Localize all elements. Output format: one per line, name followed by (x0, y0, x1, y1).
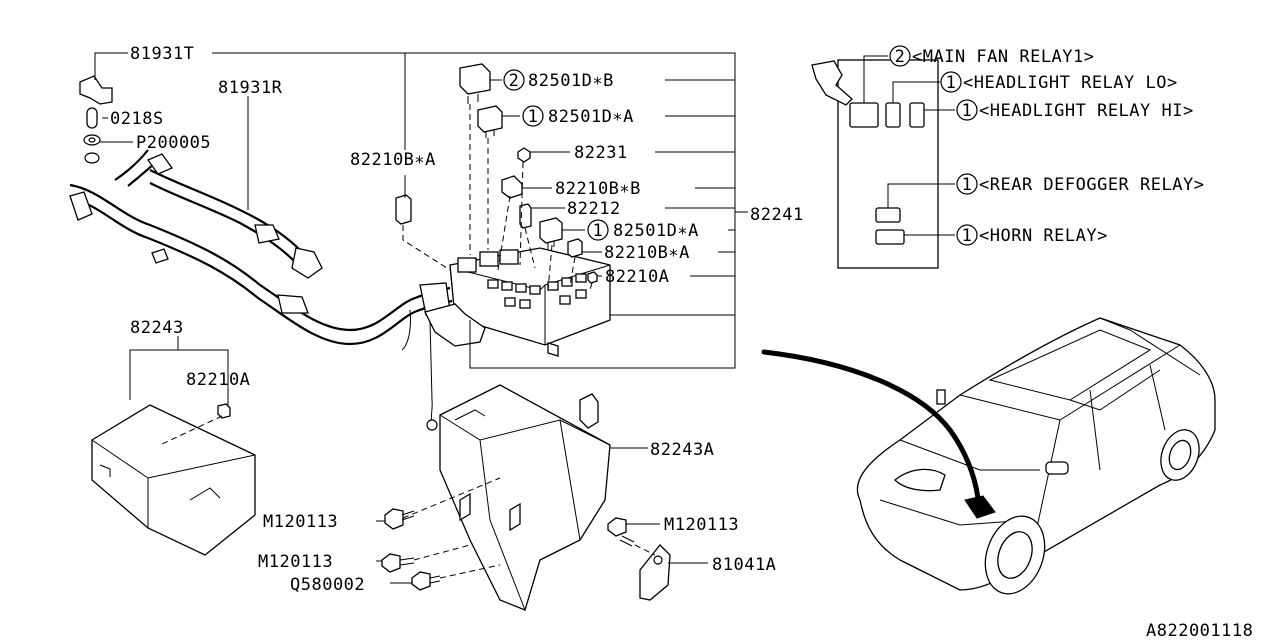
vehicle-illustration (856, 317, 1216, 595)
fuse-82231-part (517, 147, 531, 163)
label-81041A: 81041A (712, 555, 776, 575)
label-82501D-B: 82501D∗B (528, 71, 614, 91)
qty-headlight-hi: 1 (962, 101, 973, 121)
legend-horn-relay: <HORN RELAY> (979, 226, 1108, 246)
qty-82501D-A-1: 1 (528, 107, 539, 127)
fuse-82210B-B-part (501, 175, 523, 199)
label-82231: 82231 (574, 143, 628, 163)
label-0218S: 0218S (110, 109, 164, 129)
fuse-82210A-top-part (587, 271, 598, 284)
label-Q580002: Q580002 (290, 575, 365, 595)
bolt-M120113-c (607, 517, 635, 547)
label-81931R: 81931R (218, 78, 283, 98)
legend-headlight-relay-hi: <HEADLIGHT RELAY HI> (979, 101, 1194, 121)
qty-horn: 1 (962, 226, 973, 246)
bracket-81041A (639, 544, 671, 601)
label-82243A: 82243A (650, 440, 714, 460)
legend-main-fan-relay: <MAIN FAN RELAY1> (912, 47, 1095, 67)
label-82212: 82212 (567, 199, 621, 219)
label-82241: 82241 (750, 205, 804, 225)
legend-headlight-relay-lo: <HEADLIGHT RELAY LO> (963, 73, 1178, 93)
relay-location-panel (811, 59, 939, 269)
battery-tray-82243A (439, 384, 611, 611)
bolt-M120113-a (384, 508, 415, 530)
label-82243: 82243 (130, 318, 184, 338)
terminal-81931T-part (79, 75, 113, 164)
label-P200005: P200005 (136, 133, 211, 153)
legend-rear-defogger-relay: <REAR DEFOGGER RELAY> (979, 175, 1204, 195)
label-82210B-A-top: 82210B∗A (350, 150, 436, 170)
main-wiring-harness (69, 149, 453, 431)
qty-headlight-lo: 1 (946, 73, 957, 93)
qty-82501D-A-2: 1 (593, 221, 604, 241)
label-82210B-A-mid: 82210B∗A (604, 243, 690, 263)
leader-lines (94, 52, 955, 584)
fuse-82210B-A-mid-part (567, 238, 583, 258)
label-M120113-b: M120113 (258, 552, 333, 572)
fuse-box-cover-82243 (91, 403, 256, 556)
qty-82501D-B: 2 (509, 71, 520, 91)
label-82501D-A-2: 82501D∗A (613, 221, 699, 241)
label-M120113-c: M120113 (664, 515, 739, 535)
fuse-relay-box-82241 (424, 247, 611, 357)
fuse-82210B-A-top-part (395, 194, 412, 225)
label-M120113-a: M120113 (263, 512, 338, 532)
label-82210B-B: 82210B∗B (555, 179, 641, 199)
bolt-M120113-b (381, 553, 415, 573)
relay-82501D-A-part (477, 105, 503, 138)
label-82501D-A-1: 82501D∗A (548, 107, 634, 127)
label-81931T: 81931T (130, 44, 194, 64)
fuse-82212-part (519, 203, 532, 229)
diagram-id: A822001118 (1146, 621, 1253, 640)
qty-rear-defogger: 1 (962, 175, 973, 195)
relay-82501D-A-2-part (539, 217, 563, 249)
qty-main-fan-relay: 2 (895, 47, 906, 67)
relay-82501D-B-part (459, 63, 491, 104)
bolt-Q580002 (411, 571, 441, 591)
label-82210A-top: 82210A (605, 267, 669, 287)
label-82210A-left: 82210A (186, 370, 250, 390)
